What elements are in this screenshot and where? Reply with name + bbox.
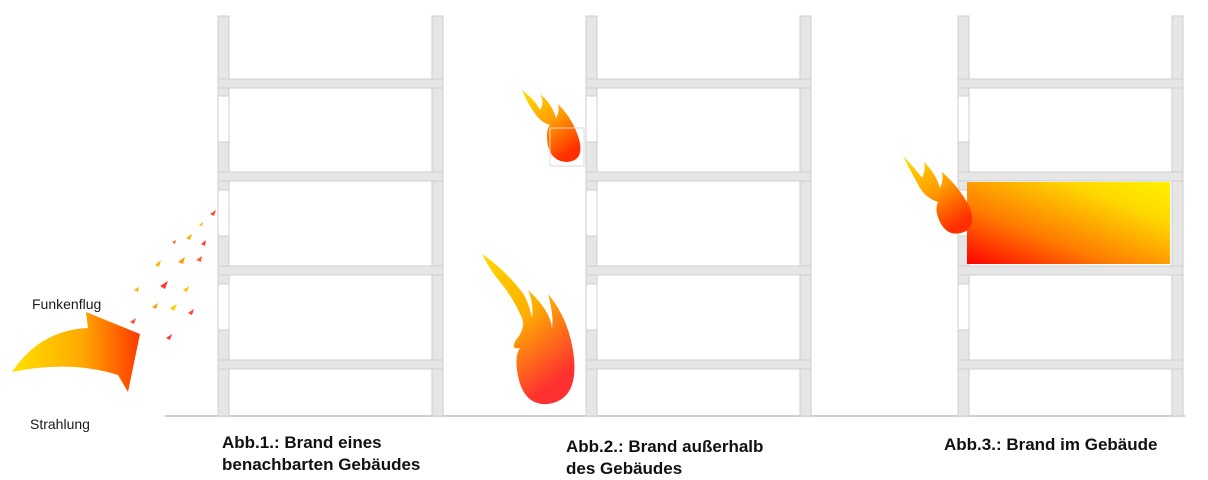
spark-icon xyxy=(186,234,192,240)
floor-slab xyxy=(217,78,444,89)
window-opening xyxy=(957,283,970,331)
caption-fig1: Abb.1.: Brand eines benachbarten Gebäude… xyxy=(222,432,420,476)
caption-fig2-line1: Abb.2.: Brand außerhalb xyxy=(566,437,764,456)
spark-icon xyxy=(130,318,136,324)
spark-icon xyxy=(170,304,177,311)
floor-slab xyxy=(217,265,444,276)
spark-icon xyxy=(134,287,139,292)
floor-slab xyxy=(585,265,812,276)
flame-icon xyxy=(522,90,581,162)
spark-icon xyxy=(152,303,158,309)
caption-fig3: Abb.3.: Brand im Gebäude xyxy=(944,434,1157,456)
caption-fig2-line2: des Gebäudes xyxy=(566,459,683,478)
spark-icon xyxy=(201,240,206,246)
building-wall-right xyxy=(1171,15,1184,417)
floor-slab xyxy=(957,171,1184,182)
window-opening xyxy=(217,95,230,143)
floor-slab xyxy=(217,171,444,182)
caption-fig1-line2: benachbarten Gebäudes xyxy=(222,455,421,474)
floor-slab xyxy=(957,265,1184,276)
radiation-label: Strahlung xyxy=(30,416,90,432)
spark-label: Funkenflug xyxy=(32,296,102,312)
building-wall-right xyxy=(799,15,812,417)
caption-fig3-line1: Abb.3.: Brand im Gebäude xyxy=(944,435,1158,454)
flame-icon xyxy=(482,254,575,405)
floor-slab xyxy=(585,359,812,370)
window-opening xyxy=(585,283,598,331)
spark-icon xyxy=(172,240,176,244)
window-opening xyxy=(585,189,598,237)
sparks xyxy=(130,210,216,340)
buildings xyxy=(217,15,1184,417)
spark-icon xyxy=(166,334,172,340)
floor-slab xyxy=(217,359,444,370)
spark-icon xyxy=(160,281,168,289)
arrow-icon xyxy=(12,312,140,392)
caption-fig1-line1: Abb.1.: Brand eines xyxy=(222,433,382,452)
flame-icon xyxy=(903,156,973,234)
spark-icon xyxy=(178,257,185,264)
building-wall-right xyxy=(431,15,444,417)
window-frame xyxy=(549,127,585,167)
spark-icon xyxy=(199,222,203,226)
window-opening xyxy=(585,95,598,143)
spark-icon xyxy=(155,260,161,267)
spark-icon xyxy=(210,210,216,216)
floor-slab xyxy=(957,359,1184,370)
caption-fig2: Abb.2.: Brand außerhalb des Gebäudes xyxy=(566,436,763,480)
window-opening xyxy=(217,283,230,331)
spark-icon xyxy=(188,309,194,315)
floor-slab xyxy=(957,78,1184,89)
room-fire xyxy=(967,182,1170,264)
window-opening xyxy=(957,95,970,143)
floor-slab xyxy=(585,78,812,89)
spark-icon xyxy=(183,286,189,292)
spark-icon xyxy=(196,256,202,262)
floor-slab xyxy=(585,171,812,182)
window-opening xyxy=(217,189,230,237)
